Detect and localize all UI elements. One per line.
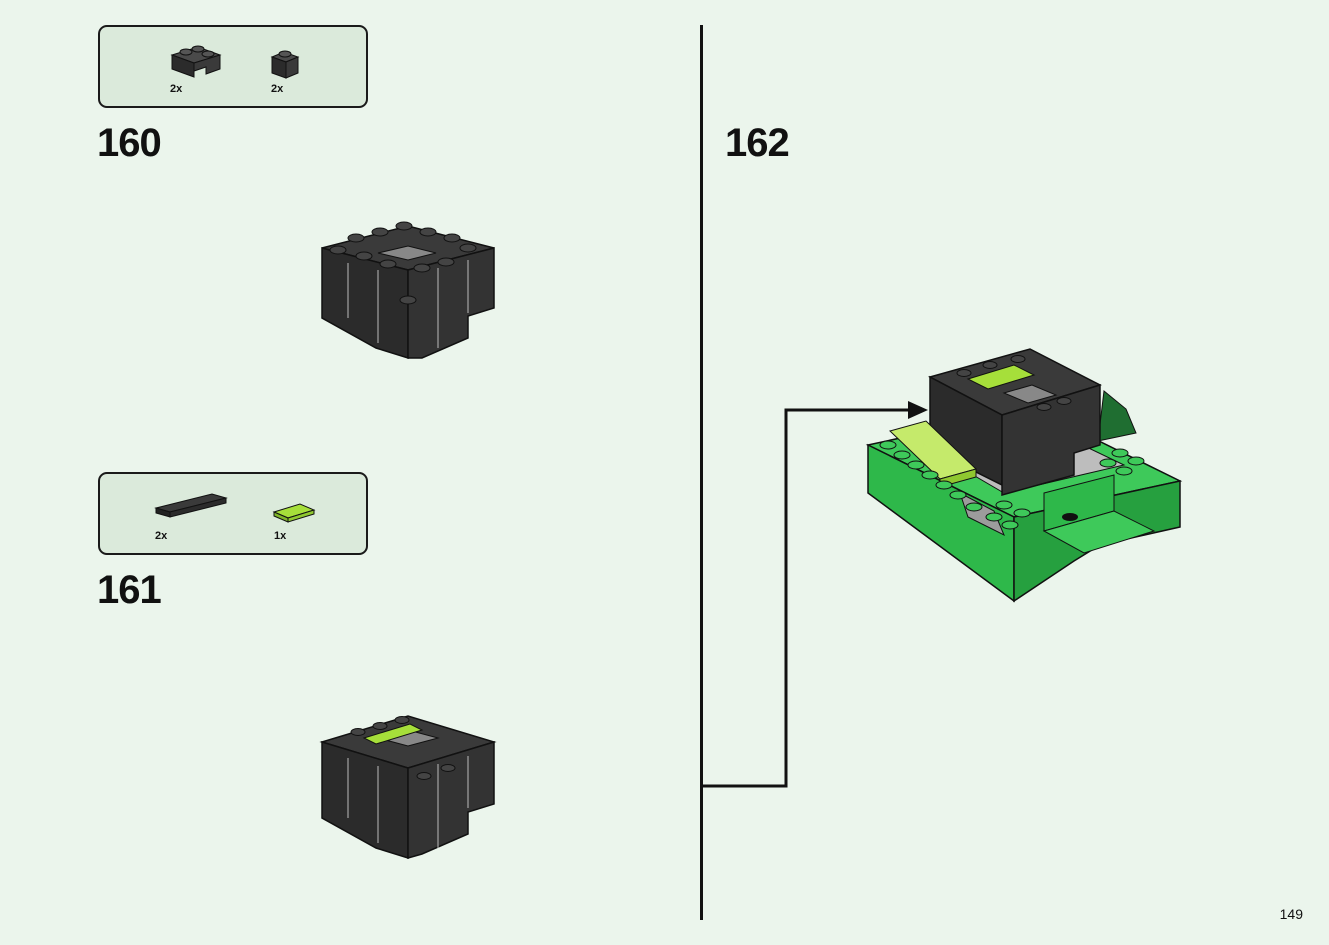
step-161-model [318, 708, 498, 868]
qty-label: 1x [274, 530, 287, 542]
page-number: 149 [1279, 906, 1303, 922]
step-number-160: 160 [97, 121, 162, 165]
lime-1x2-tile-icon [272, 500, 316, 524]
black-1x1-brick-icon [270, 47, 300, 81]
qty-label: 2x [170, 83, 183, 95]
page-divider [700, 25, 703, 920]
step-162-model [864, 345, 1184, 612]
step-number-162: 162 [725, 121, 790, 165]
parts-box-161: 2x 1x [98, 472, 368, 555]
step-160-model [318, 208, 498, 373]
black-1x4-tile-icon [154, 490, 228, 520]
parts-box-160: 2x 2x [98, 25, 368, 108]
step-number-161: 161 [97, 568, 162, 612]
qty-label: 2x [155, 530, 168, 542]
black-corner-brick-icon [168, 41, 224, 79]
qty-label: 2x [271, 83, 284, 95]
